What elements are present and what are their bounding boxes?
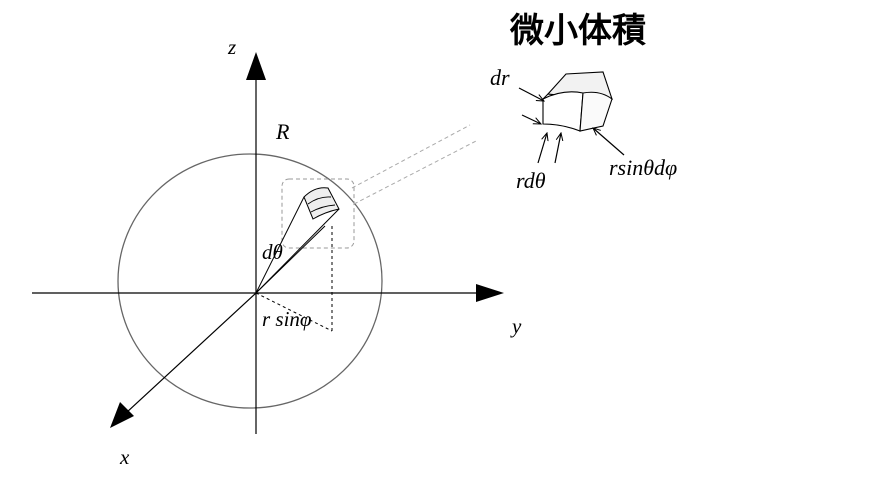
projection-lines: [255, 226, 333, 332]
volume-element-small: [303, 187, 340, 220]
x-axis-line: [125, 292, 257, 414]
y-axis-label: y: [510, 314, 522, 338]
zoom-highlight-box: [281, 178, 355, 249]
r-d-theta-label: rdθ: [516, 168, 546, 193]
d-theta-label: dθ: [262, 240, 283, 264]
sphere-outline: [117, 153, 383, 409]
y-axis-arrowhead: [476, 284, 504, 302]
r-sin-phi-label: r sinφ: [262, 307, 312, 331]
volume-element-magnified: [542, 71, 613, 132]
dr-label: dr: [490, 65, 510, 90]
x-axis-label: x: [119, 445, 130, 469]
diagram-title: 微小体積: [509, 11, 646, 51]
x-axis-arrowhead: [110, 402, 134, 428]
z-axis-label: z: [227, 35, 236, 59]
radius-label: R: [275, 119, 290, 144]
zoom-guide-lines: [351, 124, 479, 205]
label-pointer-arrows: [518, 87, 625, 164]
radial-lines: [255, 196, 340, 294]
z-axis-arrowhead: [246, 52, 266, 80]
r-sin-theta-d-phi-label: rsinθdφ: [609, 155, 677, 180]
coordinate-axes: [32, 52, 504, 434]
